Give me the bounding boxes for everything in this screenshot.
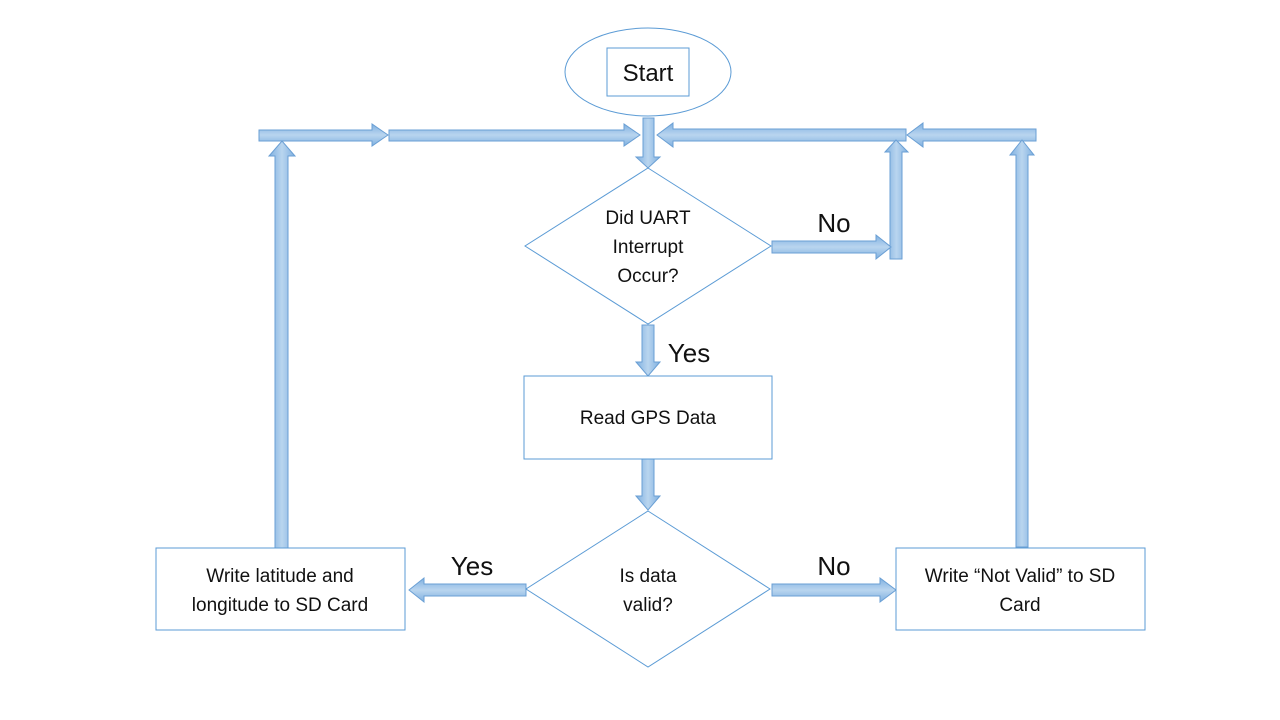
process-write-invalid-line-2: Card (999, 595, 1040, 616)
process-write-invalid-line-1: Write “Not Valid” to SD (925, 566, 1115, 587)
arrow-valid-no (771, 577, 897, 603)
start-label: Start (623, 60, 674, 87)
arrow-top-right-2 (906, 122, 1037, 148)
arrows (258, 117, 1037, 604)
arrow-right-return (1008, 139, 1036, 548)
arrow-start-to-decision (634, 117, 662, 169)
decision-uart-interrupt (524, 167, 772, 325)
arrow-top-left-2 (388, 123, 641, 147)
process-write-valid-line-2: longitude to SD Card (192, 595, 368, 616)
edge-label-uart-yes: Yes (668, 338, 710, 368)
decision-uart-line-3: Occur? (617, 266, 678, 287)
process-write-invalid (895, 547, 1146, 631)
decision-data-valid (525, 510, 771, 668)
process-write-valid-line-1: Write latitude and (206, 566, 354, 587)
start-box (606, 47, 690, 97)
edge-label-valid-no: No (817, 551, 850, 581)
arrow-uart-yes (634, 324, 662, 377)
edge-label-valid-yes: Yes (451, 551, 493, 581)
arrow-left-return (267, 140, 297, 549)
decision-uart-line-1: Did UART (605, 208, 691, 229)
arrow-top-left-1 (258, 123, 389, 147)
arrow-read-to-valid (634, 458, 662, 511)
arrow-uart-no (771, 233, 892, 261)
decision-valid-line-2: valid? (623, 595, 673, 616)
process-write-valid (155, 547, 406, 631)
decision-valid-line-1: Is data (619, 566, 676, 587)
arrow-top-right-1 (656, 122, 907, 148)
process-read-gps (523, 375, 773, 460)
decision-uart-line-2: Interrupt (613, 237, 684, 258)
arrow-valid-yes (408, 576, 527, 604)
process-read-gps-label: Read GPS Data (580, 408, 717, 429)
arrow-no-loop-up (883, 139, 910, 260)
edge-label-uart-no: No (817, 208, 850, 238)
